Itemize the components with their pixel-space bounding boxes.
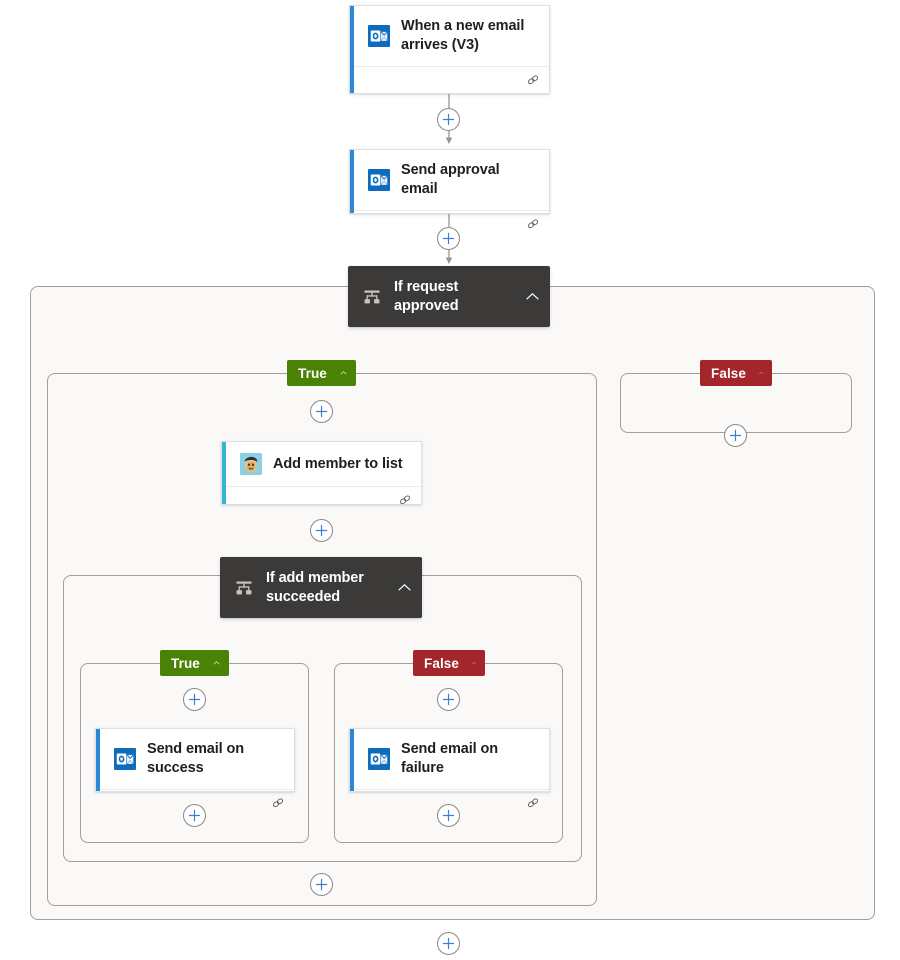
plus-icon (188, 693, 201, 706)
card-add-member-to-list[interactable]: Add member to list (221, 441, 422, 505)
card-accent-bar (350, 6, 354, 93)
card-send-email-on-failure[interactable]: Send email on failure (349, 728, 550, 807)
chevron-up-icon[interactable] (472, 659, 476, 667)
add-step-button-after-outer-condition[interactable] (437, 932, 460, 955)
mailchimp-icon (240, 453, 262, 475)
plus-icon (315, 878, 328, 891)
branch-badge-inner-false[interactable]: False (413, 650, 485, 676)
add-step-button-after-send-success[interactable] (183, 804, 206, 827)
chevron-up-icon[interactable] (759, 369, 763, 377)
card-footer (222, 486, 421, 512)
plus-icon (442, 809, 455, 822)
link-icon[interactable] (526, 73, 540, 87)
card-accent-bar (350, 729, 354, 791)
condition-icon (236, 581, 252, 594)
branch-label: False (711, 365, 747, 381)
plus-icon (315, 405, 328, 418)
card-send-approval-email[interactable]: Send approval email (349, 149, 550, 228)
link-icon[interactable] (526, 217, 540, 231)
card-title: Send email on success (147, 741, 244, 776)
branch-label: True (298, 365, 327, 381)
card-accent-bar (350, 150, 354, 213)
branch-badge-outer-false[interactable]: False (700, 360, 772, 386)
card-accent-bar (222, 442, 226, 504)
add-step-button-false-branch[interactable] (724, 424, 747, 447)
plus-icon (442, 693, 455, 706)
plus-icon (442, 232, 455, 245)
outlook-icon (368, 748, 390, 770)
add-step-button-after-inner-condition[interactable] (310, 873, 333, 896)
card-header: Send approval email (350, 150, 549, 210)
plus-icon (442, 113, 455, 126)
chevron-up-icon[interactable] (340, 369, 347, 377)
link-icon[interactable] (526, 796, 540, 810)
link-icon[interactable] (271, 796, 285, 810)
add-step-button-after-send-approval[interactable] (437, 227, 460, 250)
card-footer (96, 789, 294, 815)
plus-icon (729, 429, 742, 442)
branch-label: True (171, 655, 200, 671)
plus-icon (188, 809, 201, 822)
chevron-up-icon[interactable] (525, 292, 540, 301)
condition-if-request-approved[interactable]: If request approved (348, 266, 550, 327)
card-footer (350, 789, 549, 815)
card-send-email-on-success[interactable]: Send email on success (95, 728, 295, 807)
add-step-button-before-send-failure[interactable] (437, 688, 460, 711)
outlook-icon (114, 748, 136, 770)
add-step-button-before-add-member[interactable] (310, 400, 333, 423)
condition-title: If request approved (394, 278, 459, 314)
card-footer (350, 66, 549, 92)
card-title: Add member to list (273, 455, 403, 472)
link-icon[interactable] (398, 493, 412, 507)
card-header: When a new email arrives (V3) (350, 6, 549, 66)
card-footer (350, 210, 549, 236)
card-title: Send email on failure (401, 741, 498, 776)
condition-title: If add member succeeded (266, 569, 364, 605)
add-step-button-after-trigger[interactable] (437, 108, 460, 131)
condition-if-add-member-succeeded[interactable]: If add member succeeded (220, 557, 422, 618)
condition-icon (364, 290, 380, 303)
branch-badge-outer-true[interactable]: True (287, 360, 356, 386)
outer-false-branch-scope (620, 373, 852, 433)
chevron-up-icon[interactable] (213, 659, 220, 667)
branch-label: False (424, 655, 460, 671)
card-header: Add member to list (222, 442, 421, 486)
card-title: When a new email arrives (V3) (401, 18, 525, 53)
card-header: Send email on failure (350, 729, 549, 789)
add-step-button-after-add-member[interactable] (310, 519, 333, 542)
card-header: Send email on success (96, 729, 294, 789)
outlook-icon (368, 25, 390, 47)
add-step-button-before-send-success[interactable] (183, 688, 206, 711)
branch-badge-inner-true[interactable]: True (160, 650, 229, 676)
card-accent-bar (96, 729, 100, 791)
plus-icon (442, 937, 455, 950)
plus-icon (315, 524, 328, 537)
outlook-icon (368, 169, 390, 191)
add-step-button-after-send-failure[interactable] (437, 804, 460, 827)
card-title: Send approval email (401, 162, 500, 197)
chevron-up-icon[interactable] (397, 583, 412, 592)
card-when-a-new-email-arrives[interactable]: When a new email arrives (V3) (349, 5, 550, 94)
